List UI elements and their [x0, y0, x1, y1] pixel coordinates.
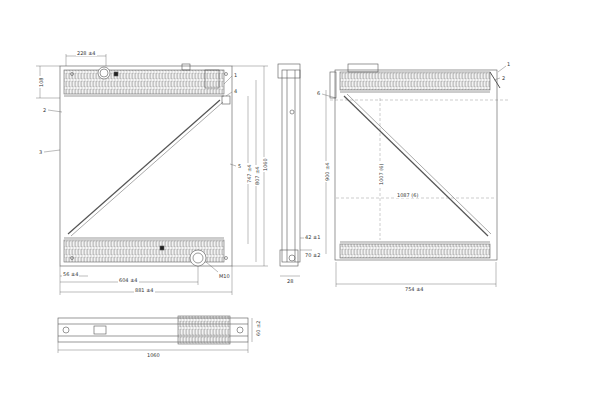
- callout-number: 6: [316, 90, 321, 96]
- dimension-label: 747 ±4: [246, 163, 252, 184]
- callout-number: 2: [501, 75, 506, 81]
- callout-number: 1: [506, 61, 511, 67]
- dimension-label: 108: [38, 76, 44, 88]
- callout-number: 1: [233, 72, 238, 78]
- front-view: [36, 54, 268, 295]
- callout-number: 5: [237, 163, 242, 169]
- dimension-label: 807 ±4: [254, 165, 260, 186]
- dimension-label: 42 ±1: [304, 234, 321, 240]
- dimension-label: 881 ±4: [134, 287, 155, 293]
- dimension-label: 900 ±4: [324, 161, 330, 182]
- bottom-view: [58, 316, 252, 353]
- rear-view: [322, 64, 510, 287]
- dimension-label: 70 ±2: [304, 252, 321, 258]
- dimension-label: 1007 (6): [378, 163, 384, 186]
- thread-label: M10: [218, 273, 231, 279]
- dimension-label: 1060: [262, 157, 268, 172]
- callout-number: 3: [38, 149, 43, 155]
- dimension-label: 60 ±2: [255, 320, 261, 337]
- dimension-label: 1087 (6): [396, 192, 419, 198]
- dimension-label: 1060: [146, 352, 161, 358]
- callout-number: 4: [233, 88, 238, 94]
- callout-number: 2: [42, 107, 47, 113]
- dimension-label: 56 ±4: [62, 271, 79, 277]
- dimension-label: 28: [286, 278, 294, 284]
- dimension-label: 604 ±4: [118, 277, 139, 283]
- dimension-label: 754 ±4: [404, 286, 425, 292]
- side-view: [278, 64, 312, 276]
- dimension-label: 228 ±4: [76, 50, 97, 56]
